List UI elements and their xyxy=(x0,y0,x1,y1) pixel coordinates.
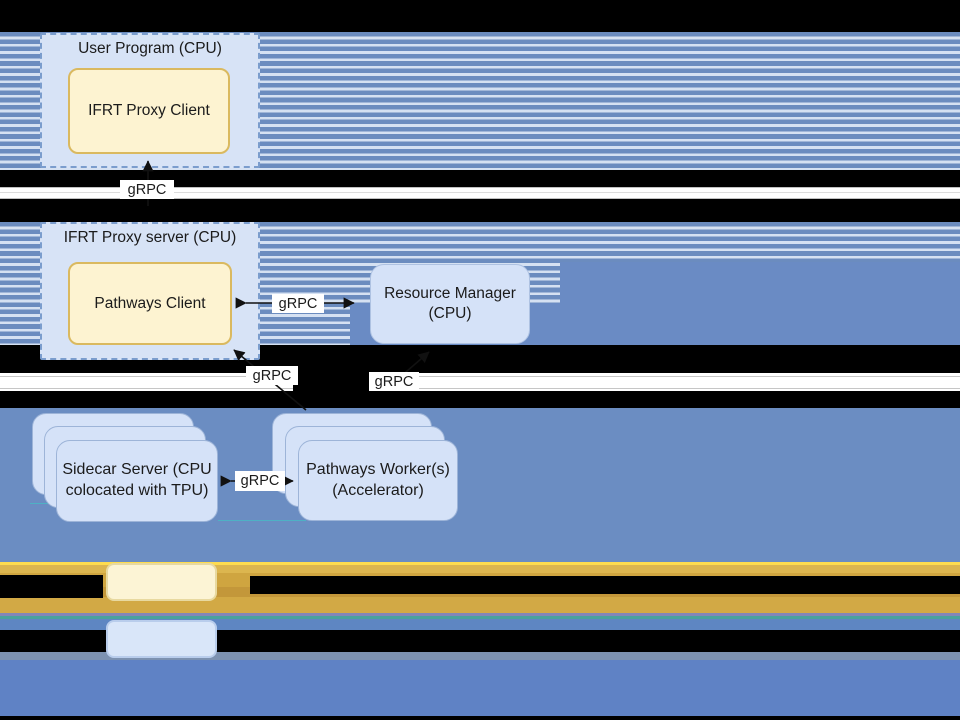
white-band-upper xyxy=(0,187,960,199)
artifact-line xyxy=(218,520,306,521)
sidecar-server-label-line2: colocated with TPU) xyxy=(65,482,209,499)
grpc-label-text: gRPC xyxy=(127,181,167,198)
pathways-workers-label-line2: (Accelerator) xyxy=(332,481,424,499)
grpc-label-proxy-client: gRPC xyxy=(120,180,174,199)
redacted-bar xyxy=(0,575,103,598)
sidecar-server-label-line1: Sidecar Server (CPU xyxy=(62,461,212,479)
gray-blue-strip xyxy=(0,652,960,660)
redacted-bar xyxy=(222,633,960,652)
legend-swatch-blue xyxy=(106,620,217,658)
purple-line xyxy=(0,613,960,616)
bottom-black-strip xyxy=(0,716,480,720)
user-program-title: User Program (CPU) xyxy=(78,40,222,57)
blue-row xyxy=(0,619,960,630)
redacted-bar xyxy=(250,576,960,594)
redacted-bar xyxy=(293,368,370,391)
redacted-bar xyxy=(0,630,103,652)
grpc-label-workers-client: gRPC xyxy=(246,366,298,385)
pathways-client-node: Pathways Client xyxy=(68,262,232,345)
resource-manager-label-line2: (CPU) xyxy=(428,305,472,322)
ifrt-proxy-server-title: IFRT Proxy server (CPU) xyxy=(63,229,237,246)
grpc-label-text: gRPC xyxy=(240,473,280,489)
resource-manager-node: Resource Manager (CPU) xyxy=(370,264,530,344)
grpc-label-rm-client: gRPC xyxy=(272,294,324,313)
pathways-workers-node: Pathways Worker(s) (Accelerator) xyxy=(298,440,458,521)
yellow-highlight-line xyxy=(0,562,960,565)
grpc-label-text: gRPC xyxy=(374,373,414,390)
blue-band-bottom xyxy=(0,660,960,716)
sidecar-server-node: Sidecar Server (CPU colocated with TPU) xyxy=(56,440,218,522)
pathways-client-label: Pathways Client xyxy=(94,294,206,312)
teal-line xyxy=(0,616,960,619)
grpc-label-workers-rm: gRPC xyxy=(369,372,419,391)
legend-swatch-yellow xyxy=(106,563,217,601)
grpc-label-text: gRPC xyxy=(278,295,318,312)
resource-manager-label-line1: Resource Manager xyxy=(384,284,516,302)
ifrt-proxy-client-node: IFRT Proxy Client xyxy=(68,68,230,154)
white-band-lower xyxy=(0,373,960,391)
ifrt-proxy-client-label: IFRT Proxy Client xyxy=(88,102,210,119)
grpc-label-text: gRPC xyxy=(252,367,292,384)
grpc-label-sidecar-workers: gRPC xyxy=(235,471,285,491)
pathways-workers-label-line1: Pathways Worker(s) xyxy=(306,460,450,478)
